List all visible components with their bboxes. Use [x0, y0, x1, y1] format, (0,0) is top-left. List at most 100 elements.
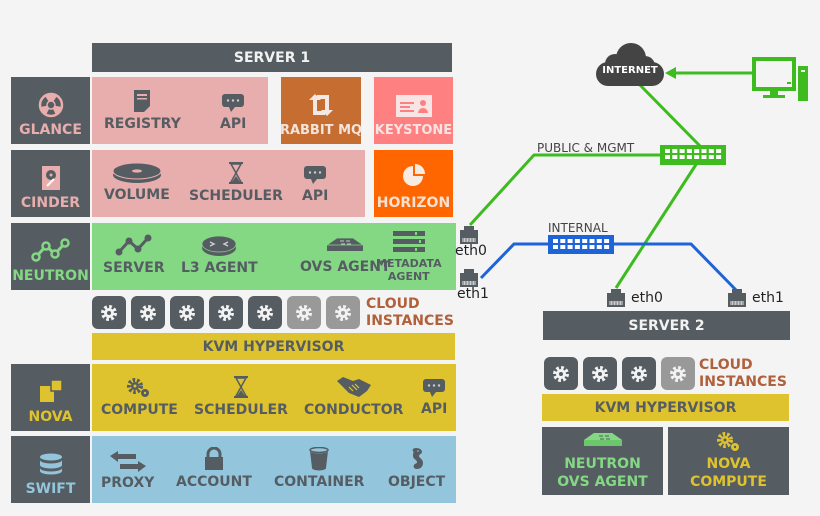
keystone-service[interactable]: KEYSTONE	[374, 77, 453, 144]
cinder-components: VOLUME SCHEDULER API	[92, 150, 365, 217]
retweet-arrows-icon	[309, 94, 333, 116]
cloud-instance-active[interactable]	[209, 296, 243, 329]
server2-title: SERVER 2	[628, 317, 705, 334]
cloud-instance-inactive[interactable]	[287, 296, 321, 329]
network-graph-icon	[115, 234, 152, 256]
internet-to-public-switch-link	[638, 83, 702, 148]
cinder-scheduler[interactable]: SCHEDULER	[189, 161, 283, 204]
nova-label: NOVA	[28, 409, 73, 425]
gear-icon	[179, 304, 195, 321]
internal-to-server1-eth1-link	[479, 242, 550, 280]
cloud-instance-inactive[interactable]	[326, 296, 360, 329]
ethernet-port-icon[interactable]	[605, 288, 627, 308]
bucket-icon	[309, 447, 329, 471]
neutron-l3-agent[interactable]: L3 AGENT	[181, 235, 258, 276]
nova-api[interactable]: API	[421, 378, 447, 417]
database-icon	[39, 453, 62, 475]
id-card-icon	[395, 95, 432, 117]
switch-icon	[583, 433, 622, 446]
neutron-metadata-agent[interactable]: METADATA AGENT	[376, 231, 442, 283]
internet-label: INTERNET	[602, 65, 658, 76]
server1-eth0-label: eth0	[455, 243, 487, 259]
cinder-volume[interactable]: VOLUME	[104, 162, 170, 203]
cloud-instance-active[interactable]	[248, 296, 282, 329]
neutron-server[interactable]: SERVER	[103, 233, 165, 276]
gear-icon	[553, 365, 569, 382]
radiation-disc-icon	[38, 92, 63, 118]
swift-components: PROXY ACCOUNT CONTAINER OBJECT	[92, 436, 456, 503]
document-icon	[134, 90, 151, 112]
public-mgmt-switch[interactable]	[660, 145, 726, 165]
nova-scheduler[interactable]: SCHEDULER	[194, 375, 288, 418]
gears-icon	[127, 378, 150, 397]
server1-title: SERVER 1	[233, 49, 311, 66]
server-rack-icon	[392, 231, 425, 252]
server2-eth1-label: eth1	[752, 290, 784, 306]
horizon-service[interactable]: HORIZON	[374, 150, 453, 217]
handshake-icon	[336, 377, 371, 397]
swift-account[interactable]: ACCOUNT	[176, 447, 252, 490]
gear-icon	[140, 304, 156, 321]
internet-cloud[interactable]: INTERNET	[595, 40, 665, 88]
glance-service[interactable]: GLANCE	[11, 77, 90, 144]
glance-components: REGISTRY API	[92, 77, 268, 144]
server2-eth0-label: eth0	[631, 290, 663, 306]
cloud-instance-active[interactable]	[92, 296, 126, 329]
pie-chart-icon	[402, 164, 425, 186]
cloud-instance-active[interactable]	[544, 357, 578, 390]
neutron-ovs-agent[interactable]: OVS AGENT	[300, 236, 390, 275]
server2-instances-label: CLOUD INSTANCES	[699, 357, 787, 390]
neutron-components: SERVER L3 AGENT OVS AGENT METADATA AGENT	[92, 223, 456, 290]
neutron-service[interactable]: NEUTRON	[11, 223, 90, 290]
disk-volume-icon	[112, 162, 162, 183]
gear-icon	[592, 365, 608, 382]
swift-service[interactable]: SWIFT	[11, 436, 90, 503]
nova-compute[interactable]: COMPUTE	[101, 377, 178, 418]
swift-object[interactable]: OBJECT	[388, 447, 445, 490]
public-to-server1-eth0-link	[468, 153, 660, 227]
gear-icon	[335, 304, 351, 321]
gear-icon	[101, 304, 117, 321]
speech-bubble-icon	[222, 94, 245, 112]
server1-instances-label: CLOUD INSTANCES	[366, 296, 454, 329]
server2-kvm-hypervisor[interactable]: KVM HYPERVISOR	[542, 394, 789, 421]
public-to-server2-eth0-link	[614, 162, 699, 289]
cloud-instance-active[interactable]	[131, 296, 165, 329]
desktop-computer-icon[interactable]	[752, 57, 810, 102]
internal-label: INTERNAL	[548, 221, 608, 235]
gear-icon	[218, 304, 234, 321]
ethernet-port-icon[interactable]	[458, 225, 480, 245]
swift-proxy[interactable]: PROXY	[101, 450, 154, 491]
rabbitmq-service[interactable]: RABBIT MQ	[279, 77, 363, 144]
cloud-instance-active[interactable]	[170, 296, 204, 329]
rabbitmq-label: RABBIT MQ	[279, 123, 363, 138]
ethernet-port-icon[interactable]	[726, 288, 748, 308]
server1-eth1-label: eth1	[457, 286, 489, 302]
gear-icon	[670, 365, 686, 382]
cloud-instance-active[interactable]	[622, 357, 656, 390]
cloud-instance-active[interactable]	[583, 357, 617, 390]
hard-disk-icon	[41, 166, 60, 190]
cinder-label: CINDER	[20, 195, 81, 211]
server2-nova-compute[interactable]: NOVA COMPUTE	[668, 427, 789, 495]
swift-container[interactable]: CONTAINER	[274, 447, 364, 490]
ethernet-port-icon[interactable]	[458, 268, 480, 288]
gear-icon	[257, 304, 273, 321]
internal-switch[interactable]	[548, 235, 614, 254]
nova-conductor[interactable]: CONDUCTOR	[304, 375, 403, 418]
server2-neutron-ovs-agent[interactable]: NEUTRON OVS AGENT	[542, 427, 663, 495]
server1-header: SERVER 1	[92, 43, 452, 72]
glance-label: GLANCE	[19, 122, 82, 138]
cinder-api[interactable]: API	[302, 165, 328, 204]
nova-service[interactable]: NOVA	[11, 364, 90, 431]
gear-icon	[296, 304, 312, 321]
seahorse-icon	[412, 448, 423, 469]
nova-components: COMPUTE SCHEDULER CONDUCTOR API	[92, 364, 456, 431]
gears-icon	[716, 432, 739, 451]
cinder-service[interactable]: CINDER	[11, 150, 90, 217]
glance-api[interactable]: API	[220, 93, 246, 132]
server1-kvm-hypervisor[interactable]: KVM HYPERVISOR	[92, 333, 455, 360]
glance-registry[interactable]: REGISTRY	[104, 89, 181, 132]
cloud-instance-inactive[interactable]	[661, 357, 695, 390]
